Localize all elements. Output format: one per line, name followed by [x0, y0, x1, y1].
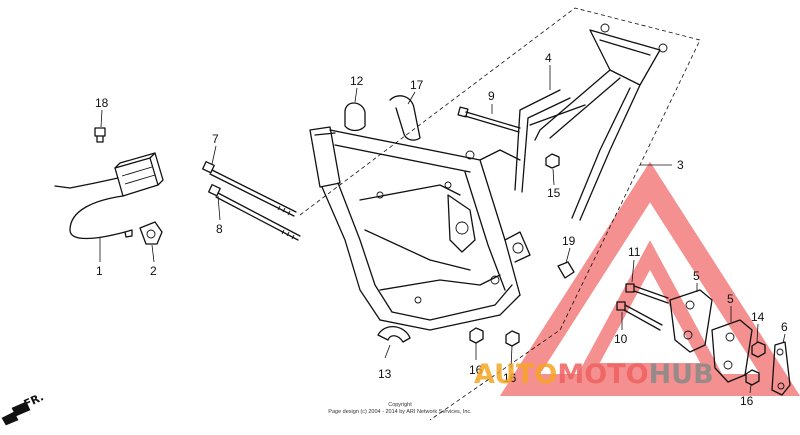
nut-14: [751, 341, 766, 358]
copyright-line: Page design (c) 2004 - 2014 by ARI Netwo…: [328, 409, 472, 415]
bolt-18: [94, 127, 106, 143]
callout-16c: 16: [740, 394, 754, 408]
front-direction-indicator: FR.: [1, 390, 46, 426]
front-arrow-icon: [1, 401, 31, 426]
bolt-19: [557, 261, 575, 279]
callout-5b: 5: [727, 292, 734, 306]
watermark-moto: MOTO: [557, 359, 648, 390]
ignition-coil: [54, 152, 164, 240]
frame-boundary-dashed: [299, 7, 701, 421]
copyright-title: Copyright: [388, 402, 412, 408]
watermark-triangle-outer: [499, 161, 800, 396]
callout-6: 6: [781, 320, 788, 334]
long-bolt-7: [202, 161, 297, 217]
callout-10: 10: [614, 332, 628, 346]
nut-15: [545, 153, 560, 169]
hanger-plate-5b: [711, 319, 753, 383]
hanger-plate-5a: [669, 289, 713, 353]
callout-12: 12: [350, 74, 364, 88]
callout-labels: 1 2 3 4 5 5 6 7 8 9 10 11 12 13 14 15 16…: [95, 51, 788, 408]
callout-18: 18: [95, 96, 109, 110]
spark-plug-cap: [139, 221, 163, 245]
watermark-auto: AUTO: [474, 359, 557, 390]
callout-15: 15: [547, 186, 561, 200]
callout-1: 1: [96, 264, 103, 278]
clip-13: [377, 326, 411, 343]
callout-16a: 16: [469, 363, 483, 377]
callout-13: 13: [378, 367, 392, 381]
front-label: FR.: [22, 390, 46, 410]
leader-lines: [99, 65, 786, 394]
watermark-triangle-inner: [576, 240, 724, 377]
callout-11: 11: [628, 245, 641, 259]
long-bolt-8: [208, 184, 301, 241]
watermark-logo: [499, 161, 800, 396]
nut-16c: [745, 369, 760, 386]
bolt-11: [625, 283, 669, 304]
callout-3: 3: [677, 158, 684, 172]
main-frame: [309, 126, 531, 331]
callout-4: 4: [545, 51, 552, 65]
callout-19: 19: [562, 234, 576, 248]
callout-8: 8: [216, 222, 223, 236]
bolt-9: [457, 106, 521, 133]
clip-12: [344, 102, 366, 132]
callout-14: 14: [751, 310, 765, 324]
callout-9: 9: [488, 89, 495, 103]
watermark-text: AUTOMOTOHUB: [474, 359, 714, 390]
rear-subframe: [514, 23, 668, 221]
nut-16b: [505, 330, 520, 347]
callout-7: 7: [212, 132, 219, 146]
callout-17: 17: [410, 78, 424, 92]
bolt-10: [616, 301, 663, 331]
callout-5a: 5: [693, 269, 700, 283]
band-17: [389, 95, 421, 141]
watermark-hub: HUB: [649, 359, 714, 390]
callout-16b: 16: [503, 371, 517, 385]
callout-2: 2: [150, 264, 157, 278]
nut-16a: [469, 327, 484, 344]
